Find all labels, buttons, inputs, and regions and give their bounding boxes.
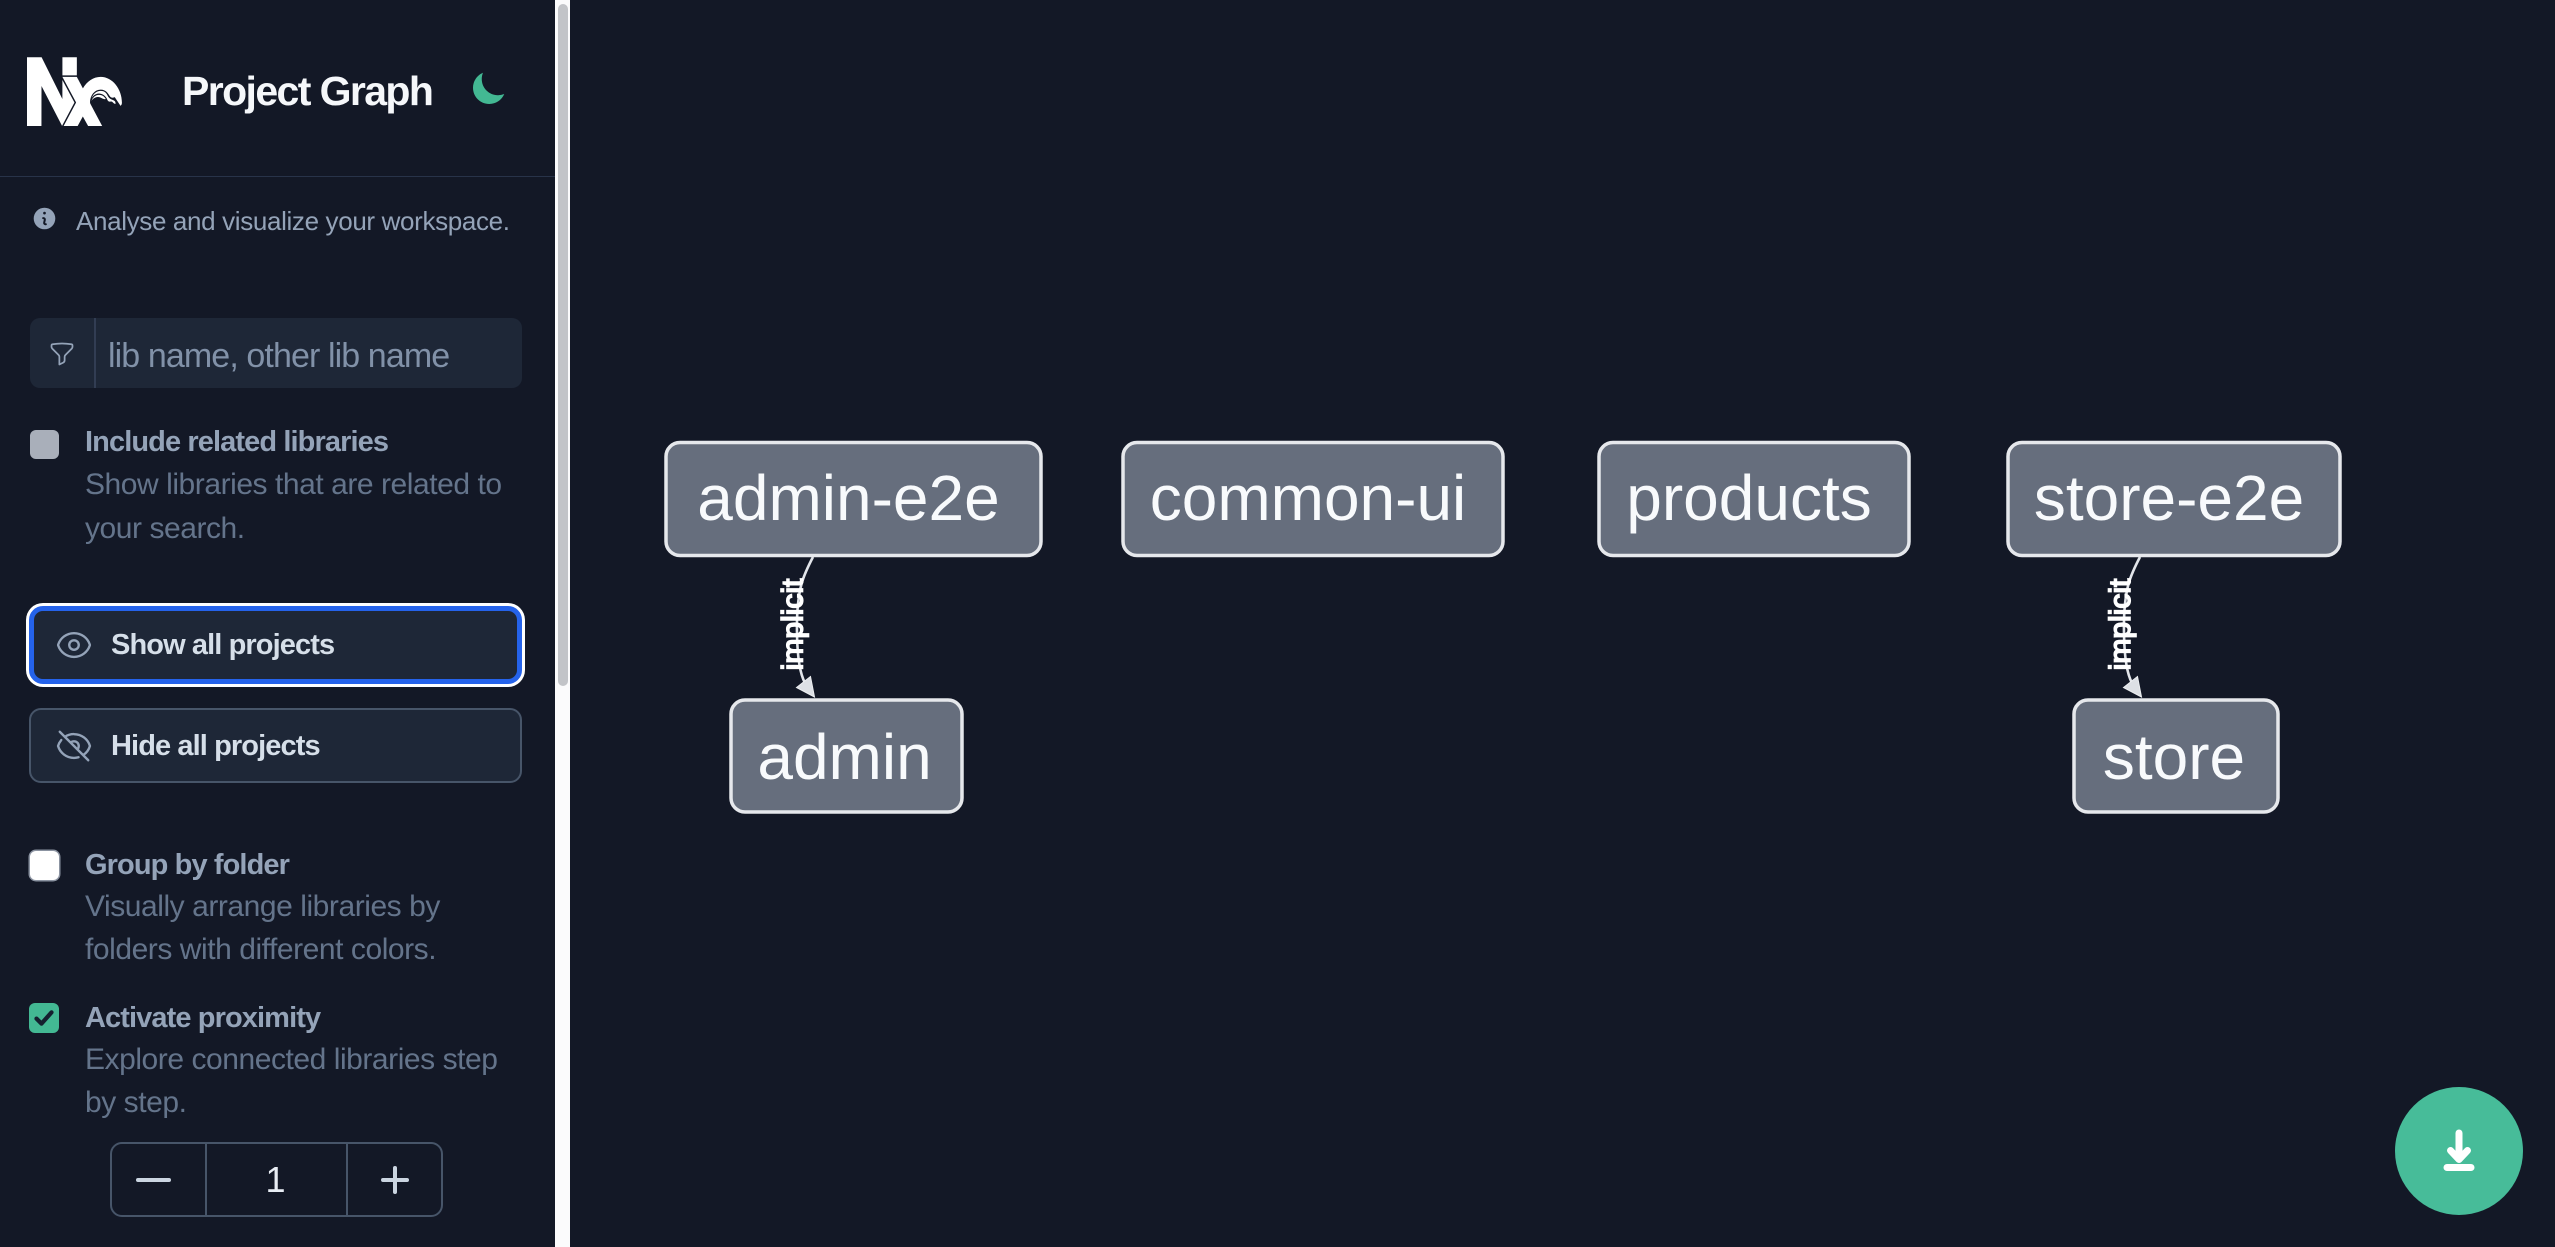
svg-text:common-ui: common-ui (1150, 462, 1467, 534)
svg-text:implicit: implicit (2104, 578, 2137, 670)
svg-text:products: products (1626, 462, 1871, 534)
svg-text:admin: admin (757, 721, 931, 793)
svg-text:store: store (2103, 721, 2245, 793)
svg-text:admin-e2e: admin-e2e (697, 462, 999, 534)
svg-text:store-e2e: store-e2e (2034, 462, 2304, 534)
svg-text:implicit: implicit (777, 578, 810, 670)
